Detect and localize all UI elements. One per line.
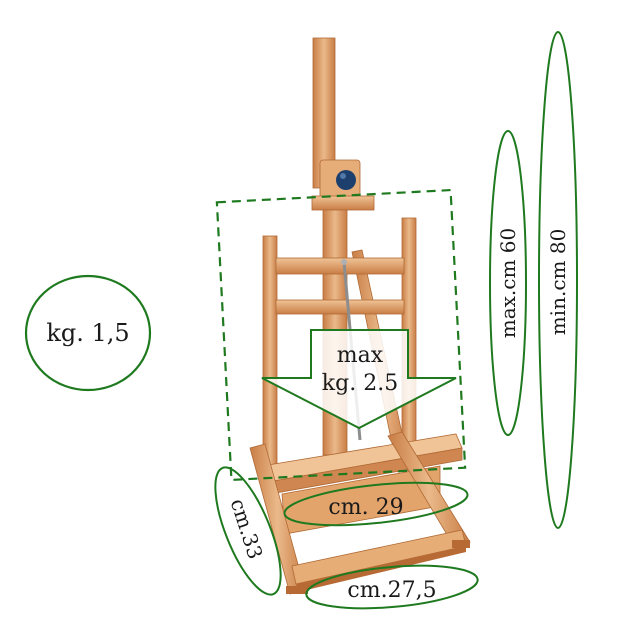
base-width-ellipse	[305, 564, 479, 610]
tray-width-label: cm. 29	[328, 495, 403, 520]
depth-ellipse	[214, 466, 282, 596]
weight-circle	[24, 274, 152, 392]
load-arrow	[261, 329, 457, 430]
min-height-ellipse	[538, 31, 578, 529]
max-height-ellipse	[489, 130, 527, 436]
max-load-label-line1: max	[337, 343, 384, 368]
knob-icon	[336, 170, 356, 190]
canvas-outline	[215, 188, 467, 482]
base-width-label: cm.27,5	[347, 578, 436, 603]
min-height-label: min.cm 80	[546, 229, 570, 336]
tray-width-ellipse	[283, 481, 469, 527]
max-load-label-line2: kg. 2.5	[322, 371, 398, 396]
weight-label: kg. 1,5	[46, 319, 129, 347]
max-height-label: max.cm 60	[496, 228, 520, 339]
